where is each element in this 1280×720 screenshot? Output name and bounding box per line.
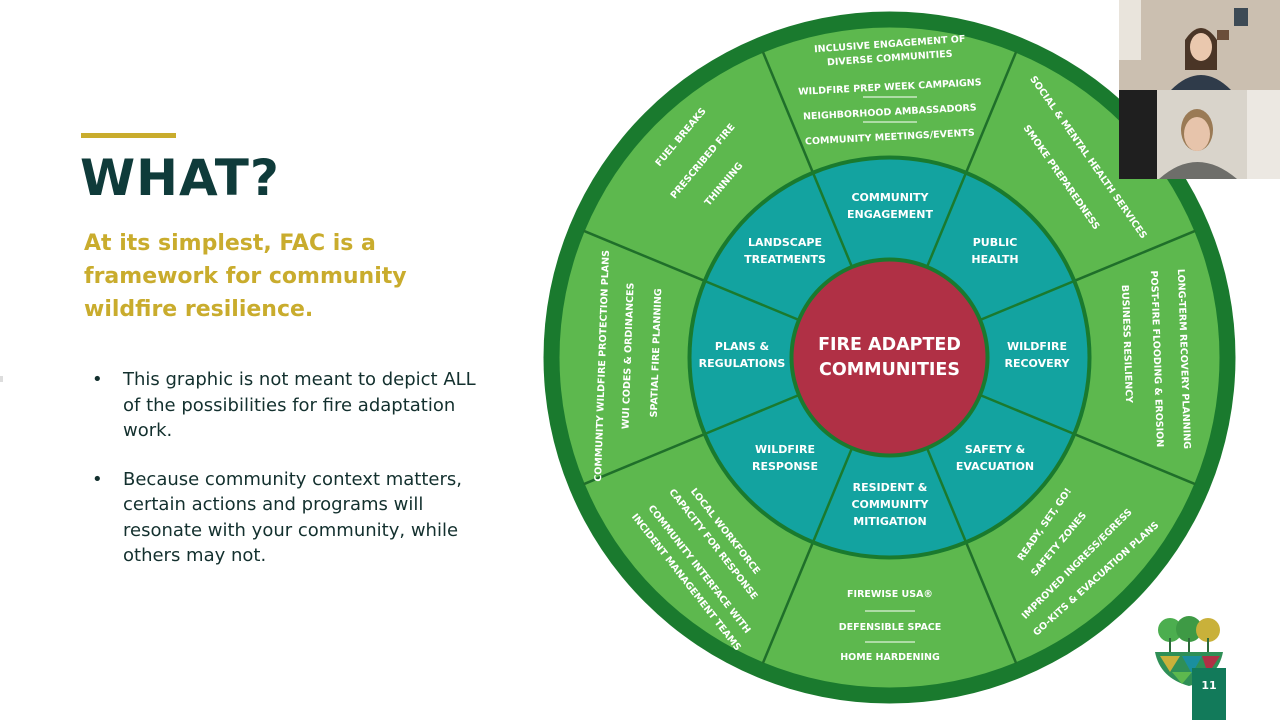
inner-divider-line bbox=[812, 445, 854, 542]
video-tile-participant-1[interactable] bbox=[1119, 0, 1280, 90]
bullet-text: Because community context matters, certa… bbox=[123, 468, 462, 567]
outer-item: WUI CODES & ORDINANCES bbox=[620, 282, 636, 429]
outer-item: DEFENSIBLE SPACE bbox=[839, 622, 942, 633]
segment-label-plans-regulations: REGULATIONS bbox=[699, 357, 786, 370]
segment-label-public-health: HEALTH bbox=[971, 253, 1018, 266]
bullet-item: • Because community context matters, cert… bbox=[92, 467, 492, 569]
slide-subtitle: At its simplest, FAC is a framework for … bbox=[84, 231, 407, 322]
outer-divider-line bbox=[964, 51, 1018, 174]
bullet-marker: • bbox=[92, 468, 103, 490]
slide-page-number: 11 bbox=[1192, 668, 1226, 720]
segment-label-community-engagement: COMMUNITY bbox=[851, 191, 929, 204]
outer-divider-line bbox=[583, 229, 706, 283]
segment-label-plans-regulations: PLANS & bbox=[715, 340, 770, 353]
bullet-text: This graphic is not meant to depict ALL … bbox=[123, 369, 476, 441]
bullet-marker: • bbox=[92, 369, 103, 390]
segment-label-public-health: PUBLIC bbox=[973, 236, 1018, 249]
segment-label-wildfire-recovery: RECOVERY bbox=[1005, 357, 1071, 370]
inner-divider-line bbox=[812, 173, 854, 270]
segment-label-mitigation: MITIGATION bbox=[853, 515, 926, 528]
edge-marker bbox=[0, 376, 3, 382]
participant-1-video-feed bbox=[1119, 0, 1280, 90]
outer-group-mitigation: FIREWISE USA® DEFENSIBLE SPACE HOME HARD… bbox=[839, 589, 942, 663]
outer-item: FIREWISE USA® bbox=[847, 589, 933, 600]
inner-divider-line bbox=[705, 280, 802, 322]
outer-divider-line bbox=[964, 541, 1018, 664]
outer-divider-line bbox=[761, 51, 815, 174]
segment-label-wildfire-response: WILDFIRE bbox=[755, 443, 815, 456]
outer-divider-line bbox=[583, 432, 706, 486]
segment-label-wildfire-recovery: WILDFIRE bbox=[1007, 340, 1067, 353]
segment-label-mitigation: COMMUNITY bbox=[851, 498, 929, 511]
inner-divider-line bbox=[705, 393, 802, 435]
participant-2-video-feed bbox=[1119, 90, 1280, 179]
bullet-item: • This graphic is not meant to depict ALL… bbox=[92, 367, 492, 444]
video-tile-participant-2[interactable] bbox=[1119, 90, 1280, 179]
segment-label-safety-evacuation: EVACUATION bbox=[956, 460, 1034, 473]
outer-divider-line bbox=[1073, 432, 1196, 486]
segment-label-landscape-treatments: TREATMENTS bbox=[744, 253, 826, 266]
center-label-line: COMMUNITIES bbox=[819, 360, 960, 380]
inner-divider-line bbox=[977, 393, 1074, 435]
center-circle bbox=[793, 261, 986, 454]
inner-divider-line bbox=[925, 173, 967, 270]
outer-divider-line bbox=[761, 541, 815, 664]
outer-ring-dividers bbox=[583, 51, 1196, 664]
outer-divider-line bbox=[1073, 229, 1196, 283]
inner-divider-line bbox=[977, 280, 1074, 322]
title-accent-bar bbox=[81, 133, 176, 138]
outer-item: HOME HARDENING bbox=[840, 652, 940, 663]
segment-label-community-engagement: ENGAGEMENT bbox=[847, 208, 933, 221]
inner-divider-line bbox=[925, 445, 967, 542]
slide-title: WHAT? bbox=[80, 149, 280, 207]
segment-label-landscape-treatments: LANDSCAPE bbox=[748, 236, 822, 249]
inner-ring-dividers bbox=[705, 173, 1074, 542]
segment-label-wildfire-response: RESPONSE bbox=[752, 460, 818, 473]
outer-item: SPATIAL FIRE PLANNING bbox=[649, 288, 665, 417]
bullet-list: • This graphic is not meant to depict ALL… bbox=[92, 367, 492, 592]
outer-item: BUSINESS RESILIENCY bbox=[1119, 285, 1134, 404]
fac-wheel-diagram: FIRE ADAPTED COMMUNITIES COMMUNITY ENGAG… bbox=[543, 11, 1236, 704]
center-label-line: FIRE ADAPTED bbox=[818, 335, 961, 355]
segment-label-safety-evacuation: SAFETY & bbox=[965, 443, 1026, 456]
segment-label-mitigation: RESIDENT & bbox=[853, 481, 928, 494]
